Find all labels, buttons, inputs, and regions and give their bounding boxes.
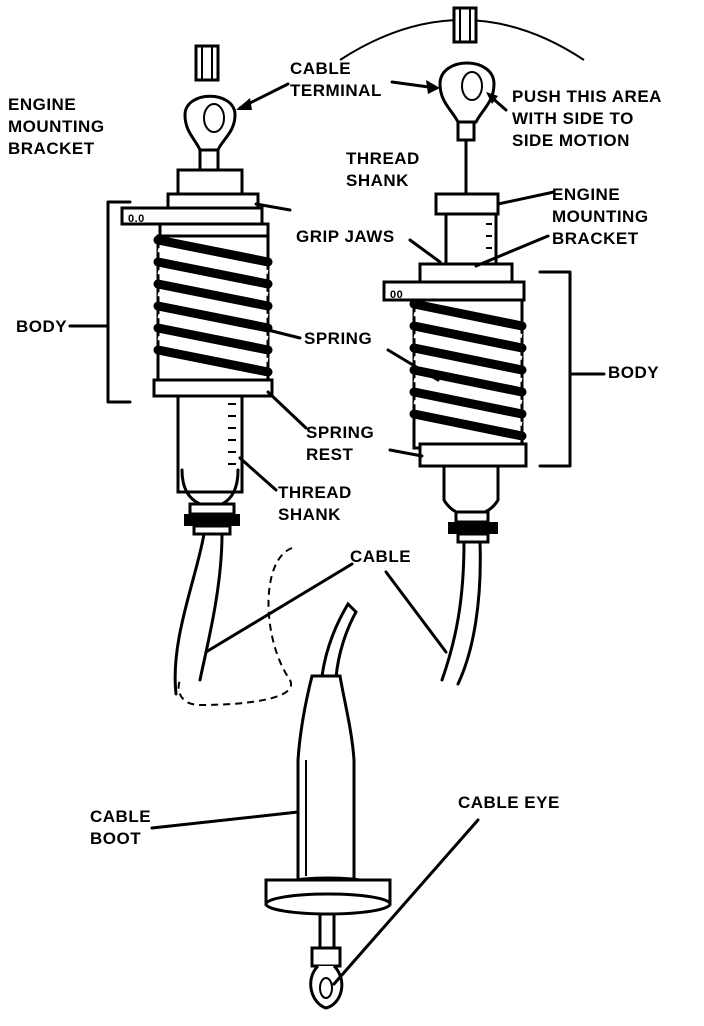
right-spring <box>409 298 527 450</box>
label-body-right: BODY <box>608 363 659 382</box>
svg-text:00: 00 <box>390 289 403 301</box>
right-body-bracket <box>538 270 606 468</box>
right-spring-rest <box>418 442 528 468</box>
right-assembly: 00 <box>339 6 606 686</box>
right-cable <box>440 540 466 682</box>
label-engine-mounting-bracket-left: ENGINE MOUNTING BRACKET <box>8 95 110 158</box>
svg-text:0.0: 0.0 <box>128 213 145 225</box>
label-cable-eye: CABLE EYE <box>458 793 560 812</box>
label-body-left: BODY <box>16 317 67 336</box>
label-thread-shank-right: THREAD SHANK <box>346 149 425 190</box>
left-assembly: 0.0 <box>68 44 274 696</box>
label-cable-boot: CABLE BOOT <box>90 807 156 848</box>
label-engine-mounting-bracket-right: ENGINE MOUNTING BRACKET <box>552 185 654 248</box>
dashed-cable-path <box>177 547 293 707</box>
left-spring-rest <box>152 378 274 398</box>
cable-eye <box>309 946 344 1010</box>
label-thread-shank-left: THREAD SHANK <box>278 483 357 524</box>
cable-boot-assembly <box>177 547 392 1010</box>
right-thread-shank <box>434 192 500 268</box>
label-spring: SPRING <box>304 329 372 348</box>
label-grip-jaws: GRIP JAWS <box>296 227 395 246</box>
label-cable: CABLE <box>350 547 411 566</box>
left-cable <box>173 532 206 696</box>
right-cable-terminal <box>438 6 496 198</box>
label-push-this-area: PUSH THIS AREA WITH SIDE TO SIDE MOTION <box>512 87 667 150</box>
left-thread-shank <box>176 394 244 536</box>
label-cable-terminal: CABLE TERMINAL <box>290 59 382 100</box>
label-spring-rest: SPRING REST <box>306 423 379 464</box>
right-insulator <box>442 464 500 544</box>
left-body-bracket <box>68 200 132 404</box>
left-spring <box>153 234 273 388</box>
leader-lines <box>150 80 556 986</box>
right-grip-jaws: 00 <box>382 262 526 302</box>
left-cable-terminal <box>183 44 237 172</box>
left-grip-jaws: 0.0 <box>120 168 270 240</box>
labels: ENGINE MOUNTING BRACKET CABLE TERMINAL P… <box>8 59 667 848</box>
